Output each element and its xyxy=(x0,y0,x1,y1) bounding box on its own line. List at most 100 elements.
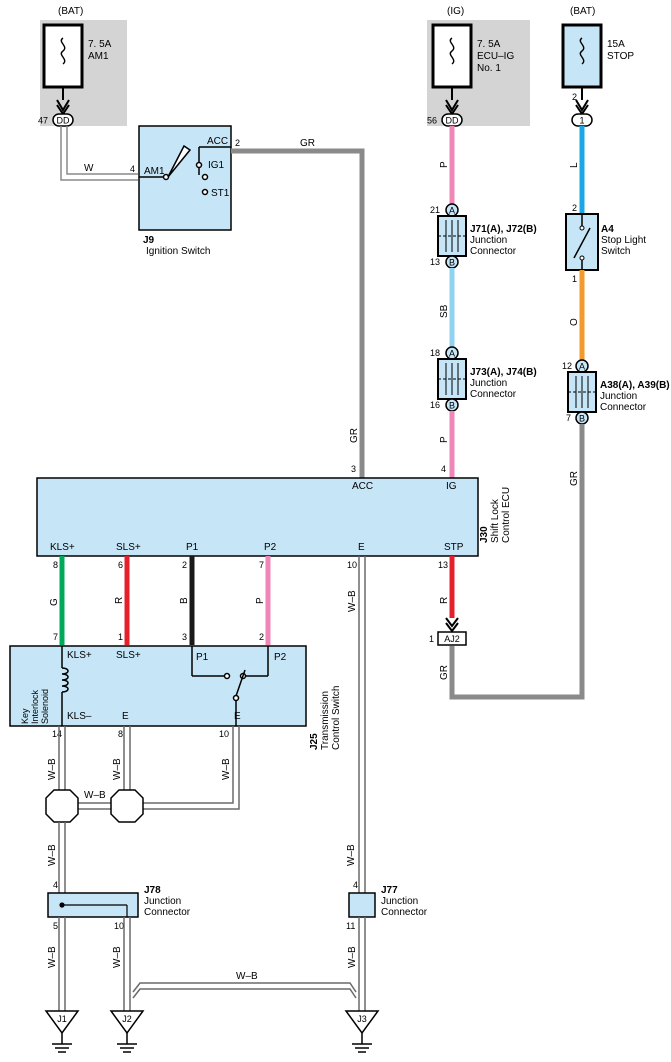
tcs-pin-top-sls: 1 xyxy=(118,632,123,642)
fuse-stop-rating: 15A xyxy=(607,39,625,50)
bat2-arrow-icon xyxy=(575,99,589,116)
ecu-acc-label: ACC xyxy=(352,481,373,492)
ground-j1-label: J1 xyxy=(57,1014,67,1024)
wire-label-r-2: R xyxy=(439,597,450,604)
ecu-code: J30 xyxy=(479,526,490,543)
wire-label-l: L xyxy=(569,162,580,168)
fuse-ecu-ig-name: ECU–IG xyxy=(477,51,514,62)
wire-gr-acc xyxy=(231,148,365,478)
j77-connector-box xyxy=(348,892,376,918)
ground-j2-label: J2 xyxy=(122,1014,132,1024)
bat1-connector-pill xyxy=(52,113,74,127)
wire-label-wb-h: W–B xyxy=(84,790,106,801)
tcs-pin-bottom-e2: 10 xyxy=(219,729,229,739)
j73-pin-top: 18 xyxy=(430,348,440,358)
stop-light-switch-icon xyxy=(565,213,599,271)
tcs-kls-plus-label: KLS+ xyxy=(67,650,92,661)
wire-label-p-1: P xyxy=(439,161,450,168)
ign-st1-label: ST1 xyxy=(211,188,230,199)
tcs-code: J25 xyxy=(309,733,320,750)
ign-name: Ignition Switch xyxy=(146,246,210,257)
aj2-pin: 1 xyxy=(429,634,434,644)
aj2-arrow-icon xyxy=(445,617,459,633)
j78-pin-top: 4 xyxy=(53,880,58,890)
wire-wb-3 xyxy=(140,726,240,810)
j71-code: J71(A), J72(B) xyxy=(470,224,537,235)
ground-j2-icon xyxy=(109,1010,145,1053)
j71-pin-bottom: 13 xyxy=(430,257,440,267)
wire-label-gr-aj2: GR xyxy=(439,665,450,680)
tcs-pin-top-kls: 7 xyxy=(53,632,58,642)
wire-label-sb: SB xyxy=(439,304,450,318)
splice-point-2-icon xyxy=(110,789,144,823)
a38-pin-top: 12 xyxy=(562,361,572,371)
wire-label-wb-8: W–B xyxy=(347,946,358,968)
a38-connector-icon xyxy=(567,371,597,413)
ecu-pin-p2-label: P2 xyxy=(264,542,277,553)
wire-label-gr-acc: GR xyxy=(349,428,360,443)
a4-code: A4 xyxy=(601,224,614,235)
ig-tag: (IG) xyxy=(447,6,464,17)
solenoid-coil-icon xyxy=(61,646,69,726)
j71-tag-b: B xyxy=(449,258,455,268)
tcs-pin-top-p2: 2 xyxy=(259,632,264,642)
j71-name-1: Junction xyxy=(470,235,507,246)
tcs-solenoid-name-2: Interlock xyxy=(30,689,40,724)
ecu-name-2: Control ECU xyxy=(501,487,512,543)
ign-pin-acc: 2 xyxy=(235,138,240,148)
tcs-sls-plus-label: SLS+ xyxy=(116,650,141,661)
ignition-switch-box xyxy=(138,125,232,231)
wire-wb-8 xyxy=(358,917,366,1011)
transmission-control-switch-box xyxy=(9,645,307,727)
wire-label-wb-5: W–B xyxy=(346,844,357,866)
j73-name-1: Junction xyxy=(470,378,507,389)
tcs-p1-label: P1 xyxy=(196,652,209,663)
wire-wb-7 xyxy=(123,917,131,1011)
j77-name-1: Junction xyxy=(381,896,418,907)
j73-pin-bottom: 16 xyxy=(430,400,440,410)
a4-pin-bottom: 1 xyxy=(572,274,577,284)
wire-label-wb-2: W–B xyxy=(112,758,123,780)
ecu-pin-kls-label: KLS+ xyxy=(50,542,75,553)
wire-label-r-1: R xyxy=(114,597,125,604)
j71-tag-a: A xyxy=(449,206,455,216)
wire-wb-6 xyxy=(58,917,66,1011)
wire-label-wb-6: W–B xyxy=(47,946,58,968)
j78-pin-bottom-2: 10 xyxy=(114,921,124,931)
tcs-solenoid-name-1: Key xyxy=(20,708,30,724)
j73-code: J73(A), J74(B) xyxy=(470,367,537,378)
ecu-pin-num-p1: 2 xyxy=(182,560,187,570)
fuse-ecu-ig-rating: 7. 5A xyxy=(477,39,501,50)
wire-label-gr-top: GR xyxy=(300,138,315,149)
ign-am1-label: AM1 xyxy=(144,166,165,177)
bat2-tag: (BAT) xyxy=(570,6,595,17)
a38-tag-a: A xyxy=(579,362,585,372)
wire-wb-bottom xyxy=(132,982,357,999)
tcs-pin-bottom-kls: 14 xyxy=(52,729,62,739)
ignition-switch-contact-icon xyxy=(139,144,231,196)
ecu-pin-num-kls: 8 xyxy=(53,560,58,570)
aj2-label: AJ2 xyxy=(444,634,460,644)
j71-connector-icon xyxy=(437,215,467,257)
a38-code: A38(A), A39(B) xyxy=(600,380,670,391)
j73-tag-b: B xyxy=(449,401,455,411)
ecu-ig-label: IG xyxy=(446,481,457,492)
j77-name-2: Connector xyxy=(381,907,428,918)
ecu-pin-num-p2: 7 xyxy=(259,560,264,570)
ground-j3-icon xyxy=(344,1010,380,1053)
bat1-connector-label: DD xyxy=(57,116,70,126)
ig-connector-label: DD xyxy=(446,116,459,126)
a38-name-1: Junction xyxy=(600,391,637,402)
ecu-pin-stp-label: STP xyxy=(444,542,464,553)
ign-pin-am1: 4 xyxy=(130,164,135,174)
wire-wb-h xyxy=(75,802,114,810)
wire-label-wb-3: W–B xyxy=(221,758,232,780)
wire-label-wb-4: W–B xyxy=(47,844,58,866)
tcs-pin-bottom-e1: 8 xyxy=(118,729,123,739)
j78-pin-bottom-1: 5 xyxy=(53,921,58,931)
ground-j3-label: J3 xyxy=(357,1014,367,1024)
ecu-pin-sls-label: SLS+ xyxy=(116,542,141,553)
j73-name-2: Connector xyxy=(470,389,517,400)
ign-ig1-label: IG1 xyxy=(208,160,225,171)
tcs-e1-label: E xyxy=(122,711,129,722)
